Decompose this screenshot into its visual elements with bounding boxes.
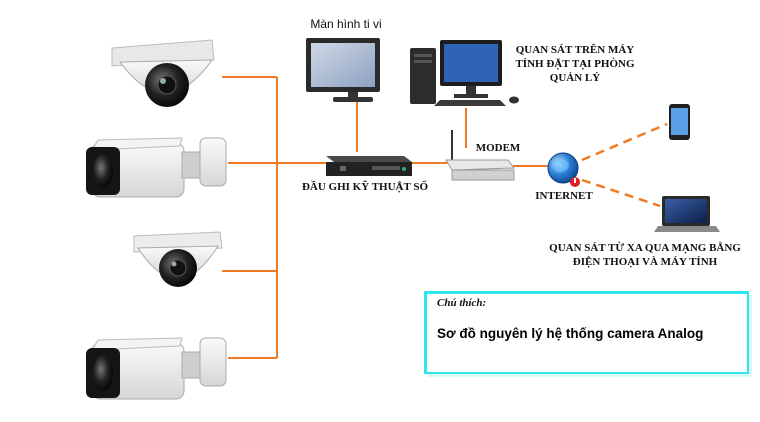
dome-camera-2 <box>133 231 223 287</box>
modem-label: MODEM <box>475 142 521 154</box>
tv-monitor <box>306 38 380 102</box>
bullet-camera-1 <box>86 137 227 198</box>
legend-box: Chú thích: Sơ đồ nguyên lý hệ thống came… <box>424 291 749 374</box>
bullet-camera-2 <box>86 337 227 400</box>
analog-cables <box>222 76 548 359</box>
legend-heading: Chú thích: <box>437 297 487 309</box>
desktop-computer <box>410 40 519 106</box>
dvr-recorder <box>326 156 412 176</box>
pc-label: QUAN SÁT TRÊN MÁY TÍNH ĐẶT TẠI PHÒNG QUẢ… <box>515 44 635 84</box>
remote-view-label: QUAN SÁT TỪ XA QUA MẠNG BẰNG ĐIỆN THOẠI … <box>549 242 741 268</box>
dome-camera-1 <box>111 39 215 107</box>
dvr-label: ĐẦU GHI KỸ THUẬT SỐ <box>301 181 429 193</box>
laptop <box>654 196 720 232</box>
modem-router <box>445 130 515 181</box>
legend-title: Sơ đồ nguyên lý hệ thống camera Analog <box>437 326 704 341</box>
smartphone <box>669 104 690 140</box>
internet-label: INTERNET <box>535 190 593 202</box>
internet-globe <box>547 152 580 187</box>
wireless-links <box>581 122 668 208</box>
tv-label: Màn hình ti vi <box>310 17 382 31</box>
